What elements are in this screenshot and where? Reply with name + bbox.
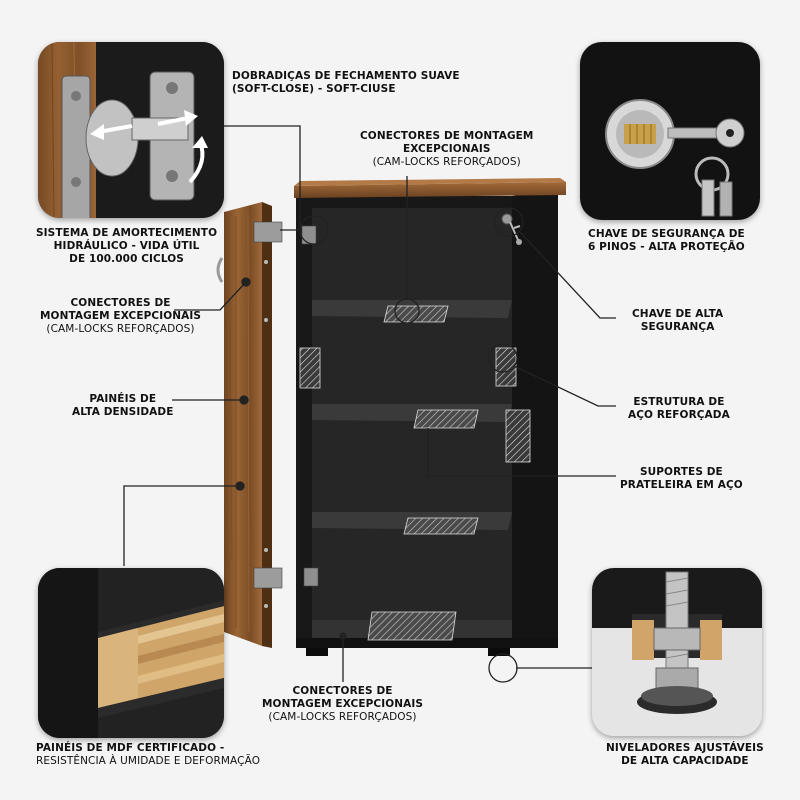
- cabinet-body: [294, 178, 566, 656]
- high-security-lock-label: CHAVE DE ALTA SEGURANÇA: [632, 308, 724, 333]
- high-density-panels-label: PAINÉIS DE ALTA DENSIDADE: [72, 393, 174, 418]
- cam-lock-highlight: [367, 611, 457, 641]
- leveler-detail-image: [592, 568, 762, 736]
- cabinet-top-panel: [294, 182, 566, 198]
- key-lock-inset: [580, 42, 760, 220]
- damper-label: SISTEMA DE AMORTECIMENTO HIDRÁULICO - VI…: [36, 227, 218, 265]
- shelf-support-highlight: [413, 409, 479, 429]
- shelf-support-highlight: [403, 517, 479, 535]
- cam-lock-highlight: [383, 305, 449, 323]
- hinge-detail-image: [38, 42, 224, 218]
- steel-structure: [505, 409, 531, 463]
- mdf-detail-image: [38, 568, 224, 738]
- cam-lock-left-label: CONECTORES DE MONTAGEM EXCEPCIONAIS (CAM…: [40, 297, 202, 335]
- mdf-panels-label: PAINÉIS DE MDF CERTIFICADO - RESISTÊNCIA…: [36, 742, 261, 767]
- leveler-inset: [592, 568, 762, 736]
- security-key-label: CHAVE DE SEGURANÇA DE 6 PINOS - ALTA PRO…: [588, 228, 745, 253]
- shelf-supports-label: SUPORTES DE PRATELEIRA EM AÇO: [620, 466, 743, 491]
- shelf: [312, 404, 512, 422]
- cabinet-door: [216, 202, 283, 648]
- callout-lines: [123, 125, 616, 683]
- steel-structure-label: ESTRUTURA DE AÇO REFORÇADA: [628, 396, 730, 421]
- cam-lock-bottom-label: CONECTORES DE MONTAGEM EXCEPCIONAIS (CAM…: [262, 685, 424, 723]
- hinge-label: DOBRADIÇAS DE FECHAMENTO SUAVE (SOFT-CLO…: [232, 70, 460, 95]
- steel-bracket-left: [299, 347, 321, 389]
- key-lock-detail-image: [605, 99, 745, 217]
- levelers-label: NIVELADORES AJUSTÁVEIS DE ALTA CAPACIDAD…: [606, 742, 764, 767]
- mdf-panel-inset: [38, 568, 224, 738]
- hinge-inset: [38, 42, 224, 218]
- cam-lock-top-label: CONECTORES DE MONTAGEM EXCEPCIONAIS (CAM…: [360, 130, 534, 168]
